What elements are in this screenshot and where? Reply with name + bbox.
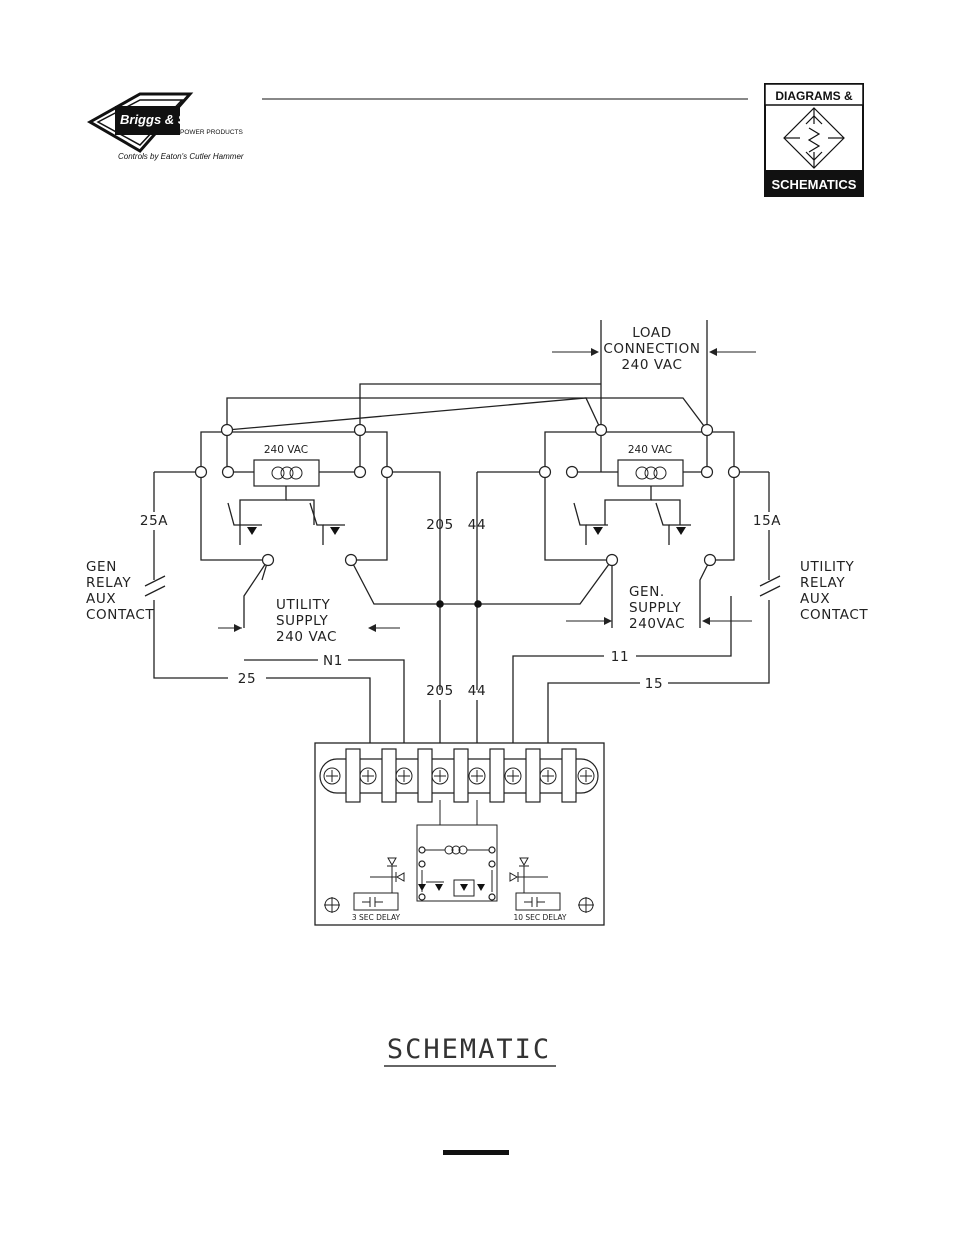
gen-supply-line2: SUPPLY xyxy=(629,600,681,616)
wire-15-label: 15 xyxy=(645,676,663,692)
load-label-line3: 240 VAC xyxy=(621,357,682,373)
utility-relay-line2: RELAY xyxy=(800,575,845,591)
left-coil-voltage: 240 VAC xyxy=(264,444,308,456)
page-marker-bar xyxy=(443,1150,509,1155)
wire-205-label: 205 xyxy=(426,517,454,533)
page-title: SCHEMATIC xyxy=(387,1034,551,1065)
utility-relay-line1: UTILITY xyxy=(800,559,854,575)
wire-44-label: 44 xyxy=(468,517,486,533)
right-relay-contacts xyxy=(574,503,691,545)
left-relay-coil xyxy=(254,460,319,486)
delay-right-label: 10 SEC DELAY xyxy=(513,913,566,922)
utility-relay-line4: CONTACT xyxy=(800,607,868,623)
right-coil-voltage: 240 VAC xyxy=(628,444,672,456)
utility-supply-line3: 240 VAC xyxy=(276,629,337,645)
brand-name: Briggs & Stratton xyxy=(120,112,228,127)
load-label-line2: CONNECTION xyxy=(603,341,700,357)
badge-top-text: DIAGRAMS & xyxy=(775,89,853,103)
delay-left-label: 3 SEC DELAY xyxy=(352,913,401,922)
wire-25a-label: 25A xyxy=(140,513,168,529)
diagrams-schematics-badge: DIAGRAMS & SCHEMATICS xyxy=(765,84,863,196)
load-label-line1: LOAD xyxy=(632,325,671,341)
wire-n1-label: N1 xyxy=(323,653,343,669)
gen-relay-line4: CONTACT xyxy=(86,607,154,623)
3-sec-delay-module: 3 SEC DELAY xyxy=(352,893,401,922)
gen-supply-line3: 240VAC xyxy=(629,616,685,632)
utility-supply-label: UTILITY SUPPLY 240 VAC xyxy=(276,597,337,645)
utility-relay-line3: AUX xyxy=(800,591,830,607)
utility-supply-line1: UTILITY xyxy=(276,597,330,613)
wire-15a-label: 15A xyxy=(753,513,781,529)
gen-relay-line1: GEN xyxy=(86,559,117,575)
utility-relay-aux-label: UTILITY RELAY AUX CONTACT xyxy=(800,559,868,623)
utility-supply-line2: SUPPLY xyxy=(276,613,328,629)
left-relay-contacts xyxy=(228,503,345,545)
wire-44-lower-label: 44 xyxy=(468,683,486,699)
control-board: 3 SEC DELAY 10 SEC DELAY xyxy=(315,743,604,925)
gen-supply-label: GEN. SUPPLY 240VAC xyxy=(629,584,685,632)
wire-25-label: 25 xyxy=(238,671,256,687)
badge-bottom-text: SCHEMATICS xyxy=(772,177,857,192)
briggs-stratton-logo: Briggs & Stratton POWER PRODUCTS Control… xyxy=(90,94,244,161)
gen-relay-line3: AUX xyxy=(86,591,116,607)
gen-relay-aux-label: GEN RELAY AUX CONTACT xyxy=(86,559,154,623)
right-relay-coil xyxy=(618,460,683,486)
brand-credit: Controls by Eaton's Cutler Hammer xyxy=(118,152,244,161)
gen-supply-line1: GEN. xyxy=(629,584,665,600)
gen-relay-line2: RELAY xyxy=(86,575,131,591)
load-connection-label: LOAD CONNECTION 240 VAC xyxy=(603,325,700,373)
wire-11-label: 11 xyxy=(611,649,629,665)
10-sec-delay-module: 10 SEC DELAY xyxy=(513,893,566,922)
brand-tagline: POWER PRODUCTS xyxy=(180,129,244,136)
wire-205-lower-label: 205 xyxy=(426,683,454,699)
